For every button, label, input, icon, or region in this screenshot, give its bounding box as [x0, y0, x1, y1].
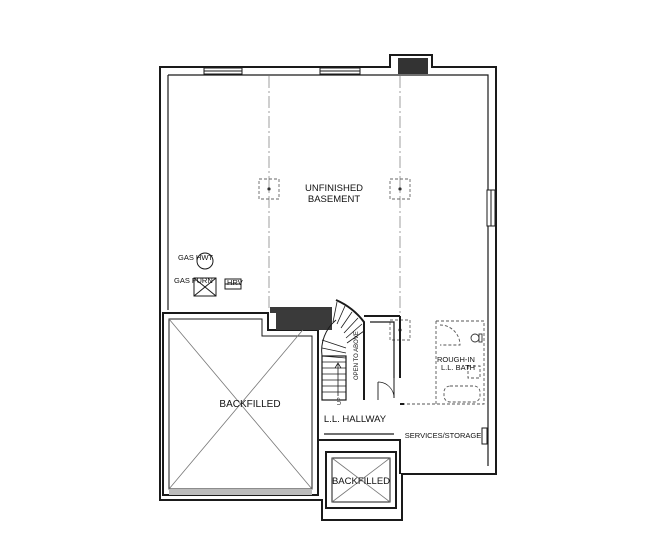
gas-furnace: [193, 277, 217, 297]
window-center: [319, 67, 361, 75]
services-storage-label: SERVICES/STORAGE: [405, 431, 481, 440]
hallway-label: L.L. HALLWAY: [324, 414, 387, 425]
window-right: [486, 189, 496, 227]
services-walls: [400, 403, 488, 445]
backfilled-small-block: [325, 451, 397, 509]
hot-water-tank: [196, 252, 214, 270]
stair-up-label: UP: [337, 397, 343, 405]
curved-stair: [321, 299, 365, 401]
hrv-unit: [224, 278, 242, 290]
backfilled-main-block: [162, 312, 319, 496]
rough-in-label-1: ROUGH-IN: [437, 355, 475, 364]
flue-block: [398, 58, 428, 74]
toilet-icon: [470, 333, 483, 343]
hrv-label: HRV: [227, 278, 243, 287]
beam-lines: [268, 76, 401, 315]
backfilled-small-label: BACKFILLED: [332, 476, 390, 487]
wall-chunk: [270, 307, 332, 330]
window-left: [203, 67, 243, 75]
rough-in-label-2: L.L. BATH: [441, 363, 475, 372]
backfilled-main-label: BACKFILLED: [219, 399, 280, 410]
open-to-above-label: OPEN TO ABOVE: [354, 331, 360, 380]
exterior-walls: [159, 54, 497, 521]
gas-hwt-label: GAS HWT: [178, 253, 213, 262]
hallway-walls: [317, 315, 401, 474]
rough-in-bath: [404, 320, 485, 405]
gas-furn-label: GAS FURN: [174, 276, 213, 285]
unfinished-basement-label-1: UNFINISHED: [305, 183, 363, 194]
unfinished-basement-label-2: BASEMENT: [308, 194, 360, 205]
